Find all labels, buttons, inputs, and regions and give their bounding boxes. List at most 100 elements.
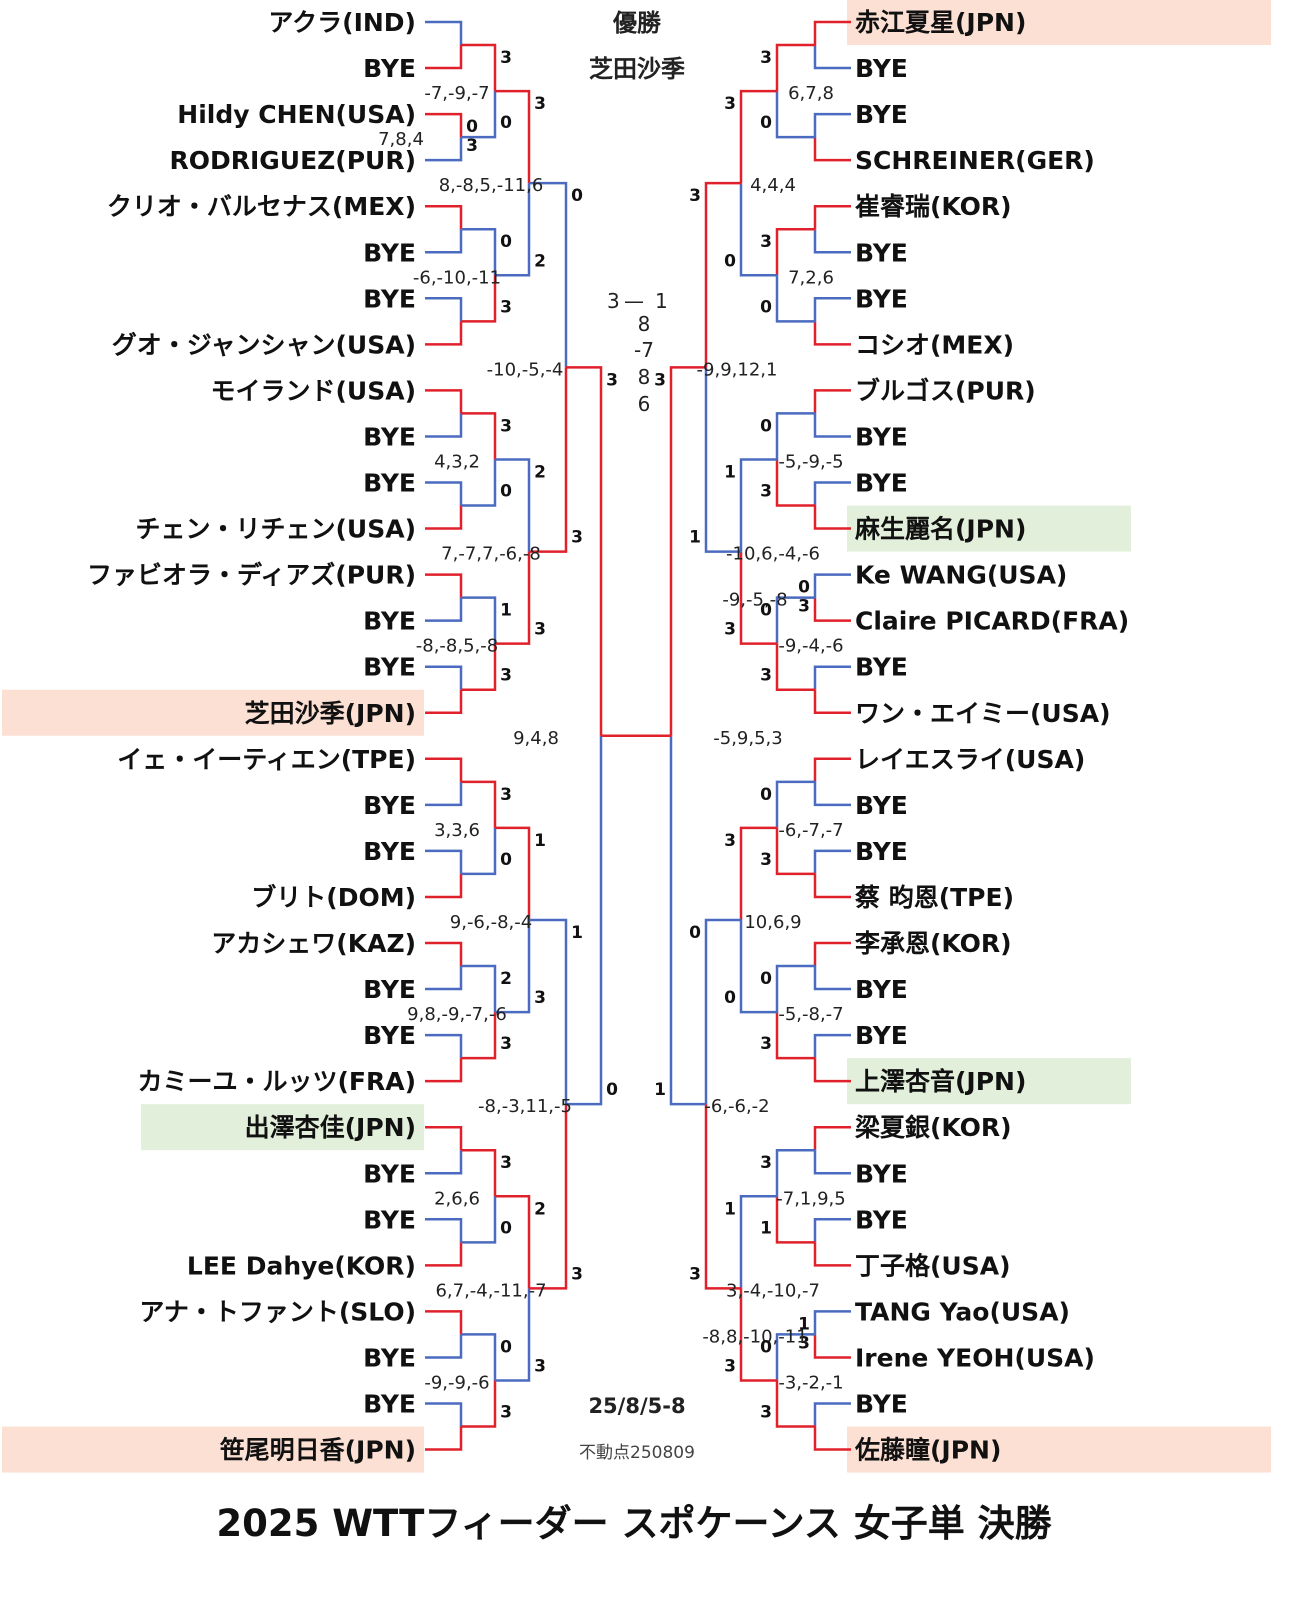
highlight-layer (2, 0, 1271, 1473)
player-left-23: BYE (363, 1021, 416, 1050)
game-scores: 4,3,2 (434, 451, 480, 472)
final-game-3: 8 (638, 365, 651, 389)
match-score-top: 3 (760, 1153, 772, 1173)
bracket-line-loser (739, 919, 777, 1014)
bracket-line-loser (425, 297, 463, 322)
bracket-line-winner (669, 366, 706, 736)
bracket-line-winner (425, 321, 463, 346)
game-scores: 3,-4,-10,-7 (726, 1280, 820, 1301)
player-left-5: クリオ・バルセナス(MEX) (107, 192, 416, 221)
date-text: 25/8/5-8 (588, 1394, 685, 1418)
match-score-top: 2 (534, 462, 546, 482)
bracket-line-loser (775, 275, 815, 323)
match-score-top: 2 (534, 1199, 546, 1219)
bracket-line-winner (425, 1242, 463, 1267)
bracket-line-loser (813, 665, 851, 690)
match-score-top: 3 (760, 48, 772, 68)
game-scores: 3,3,6 (434, 820, 480, 841)
bracket-line-winner (739, 551, 777, 645)
bracket-line-winner (813, 20, 851, 46)
game-scores: 4,4,4 (750, 175, 796, 196)
match-score-bottom: 3 (798, 597, 810, 617)
bracket-line-loser (775, 412, 815, 460)
bracket-line-winner (813, 597, 851, 622)
player-left-25: 出澤杏佳(JPN) (245, 1113, 416, 1142)
bracket-line-winner (813, 137, 851, 162)
bracket-line-winner (425, 689, 463, 714)
game-scores: 9,4,8 (513, 728, 559, 749)
bracket-line-loser (775, 1148, 815, 1197)
match-score-top: 3 (500, 1153, 512, 1173)
player-left-32: 笹尾明日香(JPN) (220, 1436, 416, 1465)
player-right-28: 丁子格(USA) (855, 1251, 1011, 1280)
game-scores: -8,-8,5,-8 (416, 636, 498, 657)
bracket-line-winner (739, 89, 777, 184)
bracket-line-winner (775, 43, 815, 92)
player-right-6: BYE (855, 238, 908, 267)
bracket-line-winner (495, 89, 531, 184)
final-score-right: 1 (655, 289, 668, 313)
final-score-left: 3 (607, 289, 620, 313)
bracket-line-winner (425, 1125, 463, 1151)
player-right-21: 李承恩(KOR) (855, 929, 1012, 958)
bracket-line-winner (425, 204, 463, 230)
match-score-top: 3 (534, 94, 546, 114)
player-highlight-right-23 (847, 1058, 1131, 1105)
bracket-line-winner (813, 873, 851, 899)
bracket-line-loser (813, 1033, 851, 1059)
player-left-28: LEE Dahye(KOR) (187, 1251, 416, 1280)
bracket-line-winner (425, 757, 463, 782)
player-left-22: BYE (363, 975, 416, 1004)
match-score-top: 3 (606, 370, 618, 390)
bracket-line-winner (813, 941, 851, 967)
match-score-top: 3 (689, 186, 701, 206)
player-left-16: 芝田沙季(JPN) (245, 699, 416, 728)
match-score-bottom: 3 (760, 1034, 772, 1054)
player-highlight-left-24 (141, 1104, 424, 1151)
bracket-line-loser (425, 229, 463, 254)
player-right-20: 蔡 昀恩(TPE) (855, 883, 1014, 912)
match-score-bottom: 3 (466, 136, 478, 156)
match-score-bottom: 0 (500, 113, 512, 133)
bracket-line-winner (425, 941, 463, 967)
bracket-line-winner (775, 1012, 815, 1060)
player-left-1: アクラ(IND) (268, 8, 416, 37)
bracket-line-loser (813, 45, 851, 70)
match-score-bottom: 3 (534, 1356, 546, 1376)
bracket-line-loser (461, 227, 497, 276)
bracket-line-loser (775, 964, 815, 1013)
bracket-line-loser (813, 966, 851, 991)
bracket-line-winner (461, 1380, 497, 1428)
bracket-line-winner (425, 1426, 463, 1451)
bracket-lines (425, 20, 851, 1451)
match-score-top: 3 (724, 831, 736, 851)
match-score-top: 3 (500, 48, 512, 68)
bracket-line-loser (775, 91, 815, 139)
match-score-top: 0 (760, 601, 772, 621)
match-score-top: 1 (500, 601, 512, 621)
match-score-bottom: 3 (760, 1403, 772, 1423)
match-score-bottom: 3 (500, 1403, 512, 1423)
bracket-line-loser (425, 1150, 463, 1175)
bracket-line-loser (813, 781, 851, 807)
player-left-26: BYE (363, 1159, 416, 1188)
bracket-line-loser (425, 481, 463, 506)
match-score-top: 3 (724, 94, 736, 114)
match-score-top: 3 (500, 416, 512, 436)
player-left-8: グオ・ジャンシャン(USA) (112, 330, 416, 359)
bracket-line-loser (495, 1288, 531, 1382)
match-score-top: 1 (724, 1199, 736, 1219)
game-scores: -5,-9,-5 (778, 451, 843, 472)
match-score-bottom: 3 (760, 482, 772, 502)
player-right-2: BYE (855, 54, 908, 83)
player-highlight-right-11 (847, 505, 1131, 552)
player-left-13: ファビオラ・ディアズ(PUR) (87, 561, 416, 590)
bracket-line-winner (461, 1148, 497, 1197)
match-score-top: 0 (760, 1337, 772, 1357)
player-right-23: BYE (855, 1021, 908, 1050)
game-scores: -5,9,5,3 (713, 728, 782, 749)
bracket-line-loser (461, 1333, 497, 1381)
bracket-line-winner (425, 873, 463, 899)
match-score-top: 1 (724, 462, 736, 482)
bracket-line-loser (425, 781, 463, 807)
